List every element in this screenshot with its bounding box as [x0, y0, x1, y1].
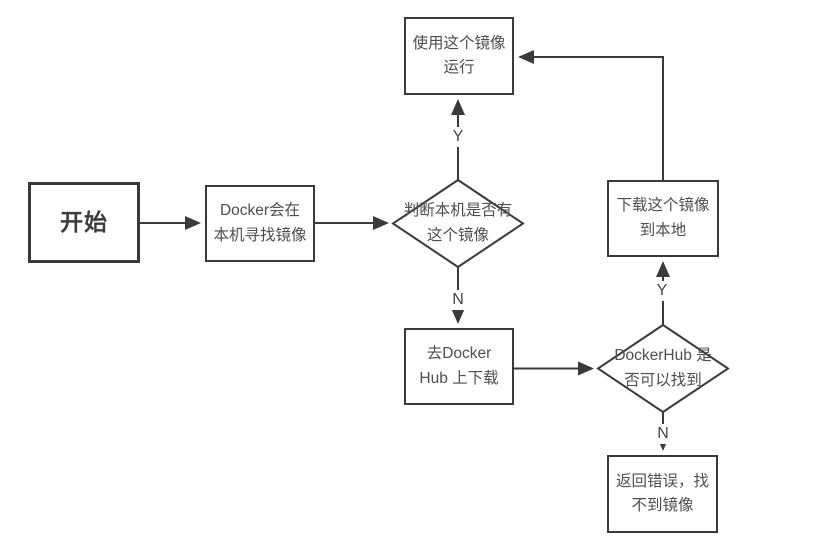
- decision-has-image-shape: [391, 178, 525, 269]
- node-run-image: 使用这个镜像 运行: [404, 17, 514, 95]
- edge-label-has-image-yes: Y: [449, 127, 467, 147]
- node-go-dockerhub: 去Docker Hub 上下载: [404, 328, 514, 405]
- node-download-image-label: 下载这个镜像 到本地: [616, 197, 710, 239]
- node-return-error: 返回错误，找 不到镜像: [607, 455, 718, 533]
- decision-hub-found-shape: [596, 323, 730, 414]
- node-search-local-label: Docker会在 本机寻找镜像: [213, 202, 307, 244]
- edge-label-has-image-no: N: [449, 290, 467, 310]
- node-search-local: Docker会在 本机寻找镜像: [205, 185, 315, 262]
- node-run-image-label: 使用这个镜像 运行: [412, 34, 506, 76]
- node-start-label: 开始: [60, 208, 108, 235]
- node-download-image: 下载这个镜像 到本地: [607, 180, 719, 257]
- node-start: 开始: [28, 182, 140, 263]
- node-return-error-label: 返回错误，找 不到镜像: [615, 472, 709, 514]
- edge-label-hub-found-yes: Y: [653, 281, 671, 301]
- edge-label-hub-found-no: N: [654, 424, 672, 444]
- node-go-dockerhub-label: 去Docker Hub 上下载: [419, 345, 499, 387]
- edge-download-to-run: [518, 50, 664, 180]
